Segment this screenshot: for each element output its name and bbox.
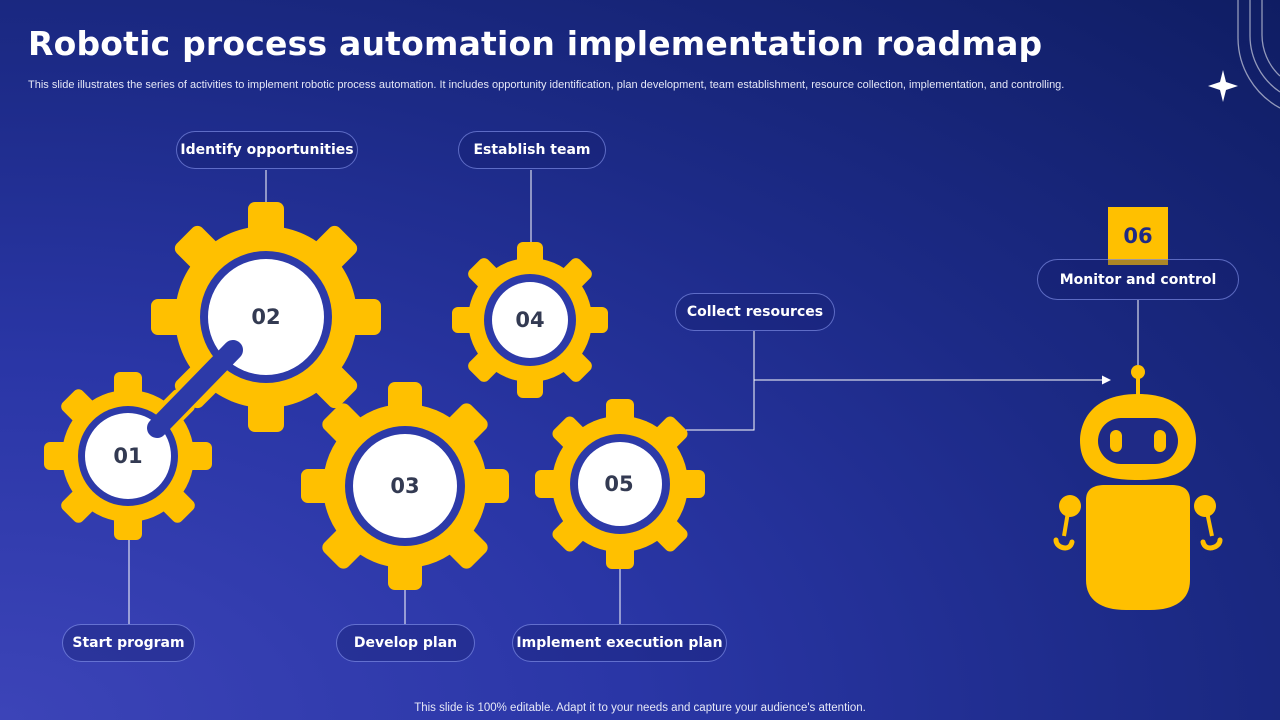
gear-icon [535, 399, 705, 569]
step-number-04: 04 [515, 308, 545, 332]
connector-collect-resources [686, 331, 755, 431]
robot-icon [1053, 365, 1223, 610]
label-identify-opportunities: Identify opportunities [176, 131, 358, 169]
slide-footer: This slide is 100% editable. Adapt it to… [414, 702, 866, 714]
slide-title: Robotic process automation implementatio… [28, 24, 1043, 63]
corner-arcs [1237, 0, 1280, 109]
step-number-01: 01 [113, 444, 143, 468]
label-develop-plan: Develop plan [336, 624, 475, 662]
label-monitor-and-control: Monitor and control [1037, 259, 1239, 300]
gear-link-bar [147, 340, 243, 438]
step-number-06: 06 [1108, 207, 1168, 265]
label-implement-execution-plan: Implement execution plan [512, 624, 727, 662]
step-number-05: 05 [604, 472, 634, 496]
step-number-03: 03 [390, 474, 420, 498]
sparkle-icon [1208, 70, 1238, 102]
label-start-program: Start program [62, 624, 195, 662]
label-collect-resources: Collect resources [675, 293, 835, 331]
slide-subtitle: This slide illustrates the series of act… [28, 79, 1065, 91]
step-number-02: 02 [251, 305, 281, 329]
gear-icon [301, 382, 509, 590]
label-establish-team: Establish team [458, 131, 606, 169]
gear-icon [452, 242, 608, 398]
